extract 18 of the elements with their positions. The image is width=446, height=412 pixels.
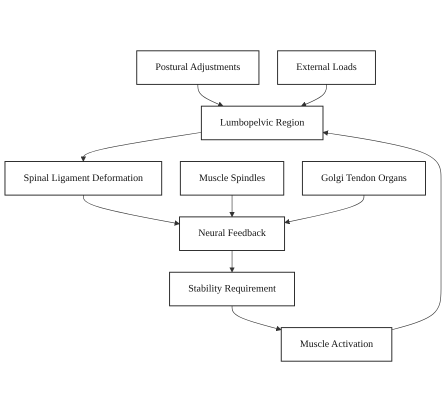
node-box: Spinal Ligament Deformation [4,161,162,196]
arrow [284,194,364,224]
arrow [322,130,442,330]
arrow [300,84,327,107]
arrow [229,250,235,272]
arrow [198,84,224,107]
node-box: Neural Feedback [179,216,286,251]
node-box: Lumbopelvic Region [200,106,324,140]
arrow [83,194,180,226]
node-box: Stability Requirement [169,272,295,306]
node-box: Muscle Spindles [180,161,284,196]
node-box: Muscle Activation [280,327,392,362]
node-box: External Loads [277,50,376,85]
arrow [229,194,235,218]
arrow [232,306,282,332]
node-box: Postural Adjustments [136,50,260,85]
arrow [80,132,202,162]
node-box: Golgi Tendon Organs [302,161,426,196]
